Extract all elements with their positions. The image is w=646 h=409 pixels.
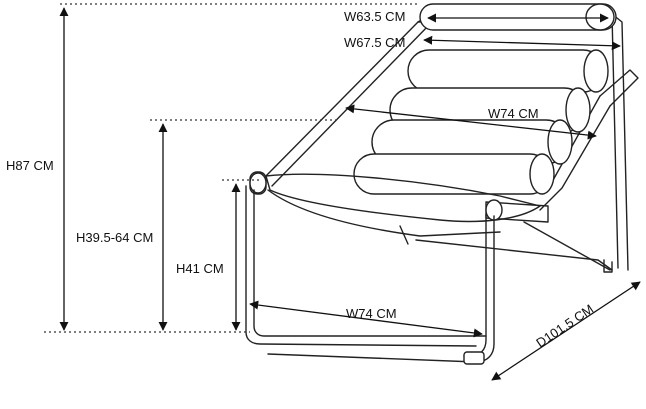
label-depth: D101.5 CM bbox=[533, 301, 596, 350]
label-bottom-width: W74 CM bbox=[346, 306, 397, 321]
label-upper-width: W74 CM bbox=[488, 106, 539, 121]
label-top-width: W63.5 CM bbox=[344, 9, 405, 24]
label-seat-height: H41 CM bbox=[176, 261, 224, 276]
dimension-lines bbox=[59, 7, 641, 381]
label-top-width-outer: W67.5 CM bbox=[344, 35, 405, 50]
cushion-roll-2 bbox=[407, 49, 605, 93]
width-74-upper-line bbox=[345, 104, 597, 140]
label-seat-height-range: H39.5-64 CM bbox=[76, 230, 153, 245]
label-total-height: H87 CM bbox=[6, 158, 54, 173]
width-74-bottom-line bbox=[249, 300, 483, 338]
depth-line bbox=[491, 281, 641, 381]
width-67-5-line bbox=[423, 35, 621, 51]
reference-lines bbox=[44, 3, 420, 333]
